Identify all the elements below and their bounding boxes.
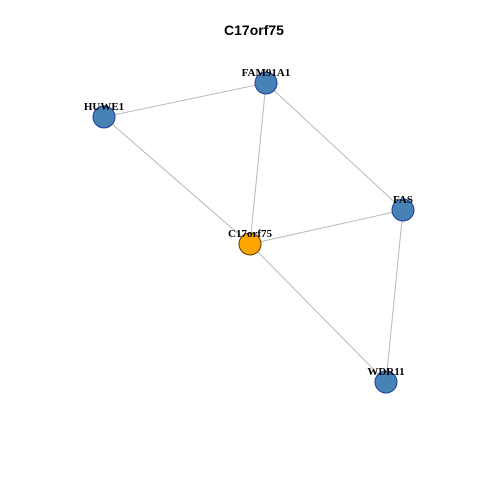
node-fam91a1: FAM91A1 xyxy=(242,67,291,95)
node-circle-huwe1 xyxy=(92,105,116,129)
edge-huwe1-fam91a1 xyxy=(103,82,267,118)
edge-layer xyxy=(103,82,404,383)
edge-fam91a1-c17orf75 xyxy=(249,82,267,245)
edge-huwe1-c17orf75 xyxy=(103,116,251,245)
node-label-huwe1: HUWE1 xyxy=(84,101,124,113)
node-huwe1: HUWE1 xyxy=(84,101,124,129)
node-c17orf75: C17orf75 xyxy=(228,228,272,256)
node-label-fas: FAS xyxy=(393,194,413,206)
node-fas: FAS xyxy=(391,194,415,222)
node-label-c17orf75: C17orf75 xyxy=(228,228,272,240)
edge-fam91a1-fas xyxy=(265,82,404,211)
node-circle-fas xyxy=(391,198,415,222)
graph-title: C17orf75 xyxy=(224,22,284,38)
node-label-wdr11: WDR11 xyxy=(367,366,404,378)
node-circle-fam91a1 xyxy=(254,71,278,95)
node-circle-wdr11 xyxy=(374,370,398,394)
edge-c17orf75-wdr11 xyxy=(249,243,387,383)
edge-fas-wdr11 xyxy=(385,209,404,383)
node-circle-c17orf75 xyxy=(238,232,262,256)
node-label-fam91a1: FAM91A1 xyxy=(242,67,291,79)
edge-c17orf75-fas xyxy=(249,209,404,245)
node-wdr11: WDR11 xyxy=(367,366,405,394)
